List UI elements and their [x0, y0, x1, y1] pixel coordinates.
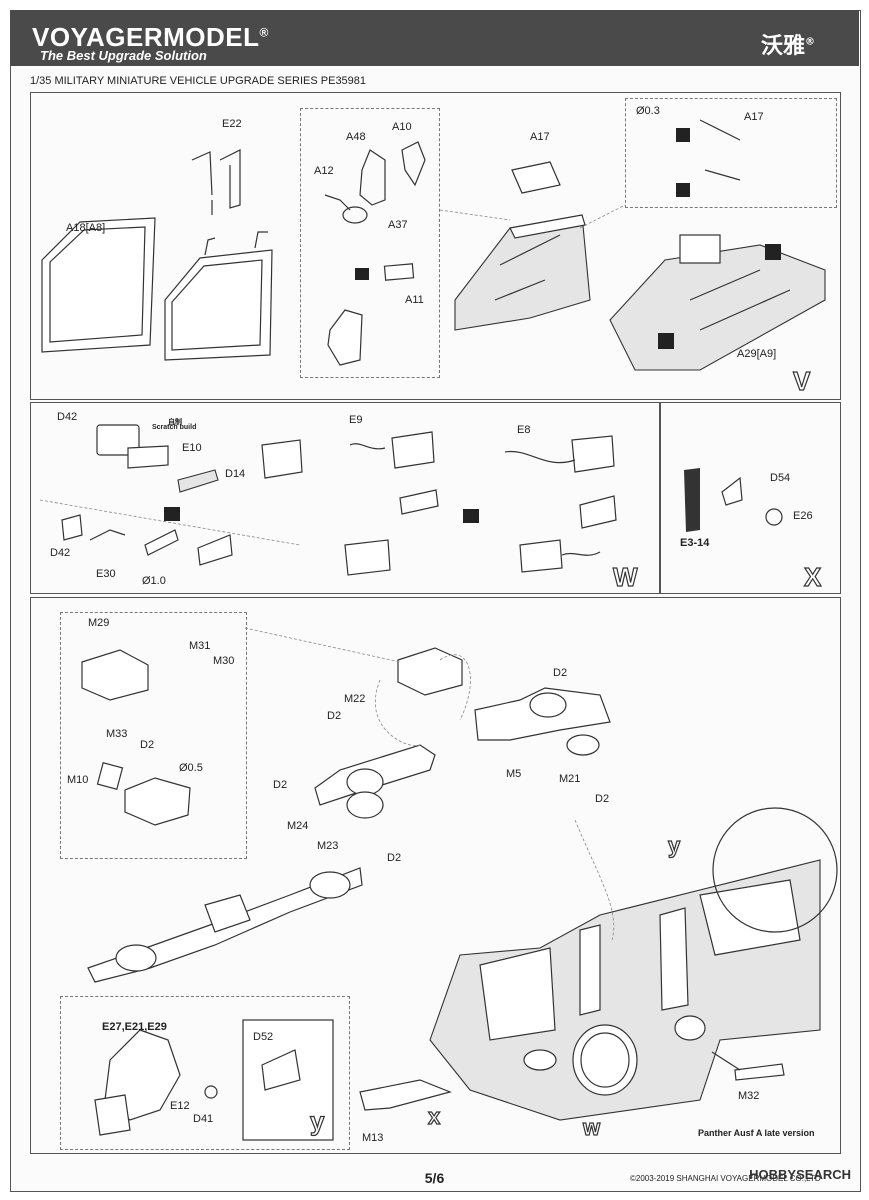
label-d2b: D2 [327, 710, 342, 722]
label-e10: E10 [182, 442, 202, 454]
label-e314: E3-14 [680, 537, 710, 549]
section-y-panel [60, 996, 350, 1150]
label-a17b: A17 [744, 111, 764, 123]
label-d2f: D2 [595, 793, 610, 805]
watermark: HOBBYSEARCH [749, 1167, 851, 1182]
label-a11: A11 [405, 294, 424, 306]
label-d2c: D2 [273, 779, 288, 791]
label-scratch-cn: 自制 [168, 419, 182, 426]
label-a37: A37 [388, 219, 408, 231]
section-v-panel [30, 92, 841, 400]
section-w-letter: W [612, 561, 638, 592]
section-y-letter: y [309, 1105, 325, 1136]
section-x-panel [659, 402, 841, 594]
section-main-subpanel [60, 612, 247, 859]
label-d14: D14 [225, 468, 246, 480]
label-m13: M13 [362, 1132, 384, 1144]
label-d42b: D42 [50, 547, 71, 559]
label-e22: E22 [222, 118, 242, 130]
label-phi03: Ø0.3 [636, 105, 660, 117]
label-d41: D41 [193, 1113, 214, 1125]
brand-name: VOYAGERMODEL [32, 22, 260, 52]
label-m33: M33 [106, 728, 128, 740]
section-v-subpanel-a [300, 108, 440, 378]
section-v-letter: V [792, 365, 811, 396]
callout-y: y [667, 832, 681, 858]
page-number: 5/6 [424, 1170, 445, 1186]
label-e9: E9 [349, 414, 363, 426]
label-m30: M30 [213, 655, 235, 667]
label-a29: A29[A9] [737, 348, 777, 360]
label-m24: M24 [287, 820, 309, 832]
brand-tagline: The Best Upgrade Solution [40, 48, 207, 63]
label-a12: A12 [314, 165, 334, 177]
label-d54: D54 [770, 472, 791, 484]
label-e8: E8 [517, 424, 531, 436]
label-e27: E27,E21,E29 [102, 1021, 167, 1033]
section-w-panel [30, 402, 661, 594]
section-x-letter: X [803, 561, 822, 592]
label-e12: E12 [170, 1100, 190, 1112]
label-m23: M23 [317, 840, 339, 852]
header-bar: VOYAGERMODEL® The Best Upgrade Solution … [10, 10, 859, 66]
brand-registered: ® [259, 25, 269, 40]
section-v-subpanel-b [625, 98, 837, 208]
label-d52: D52 [253, 1031, 274, 1043]
label-m10: M10 [67, 774, 89, 786]
chinese-name: 沃雅 [760, 34, 805, 59]
label-d2e: D2 [553, 667, 568, 679]
label-scratch: Scratch build [152, 424, 197, 431]
label-e26: E26 [793, 510, 813, 522]
copyright: ©2003-2019 SHANGHAI VOYAGERMODEL CO.,LTD [630, 1174, 821, 1183]
chinese-registered: ® [805, 36, 815, 48]
label-a17: A17 [530, 131, 550, 143]
label-a10: A10 [392, 121, 412, 133]
label-a18: A18[A8] [66, 222, 106, 234]
label-phi10: Ø1.0 [142, 575, 166, 587]
series-title: 1/35 MILITARY MINIATURE VEHICLE UPGRADE … [30, 75, 367, 87]
version-note: Panther Ausf A late version [698, 1128, 815, 1138]
label-e30: E30 [96, 568, 116, 580]
label-phi05: Ø0.5 [179, 762, 203, 774]
label-m32: M32 [738, 1090, 760, 1102]
label-m29: M29 [88, 617, 110, 629]
label-m21: M21 [559, 773, 581, 785]
brand-chinese: 沃雅® [761, 28, 815, 60]
callout-x: x [427, 1103, 441, 1129]
label-m31: M31 [189, 640, 211, 652]
label-m22: M22 [344, 693, 366, 705]
label-d2a: D2 [140, 739, 155, 751]
callout-w: w [582, 1114, 601, 1140]
label-d2d: D2 [387, 852, 402, 864]
label-a48: A48 [346, 131, 366, 143]
section-main-panel [30, 597, 841, 1154]
label-m5: M5 [506, 768, 522, 780]
brand-logo: VOYAGERMODEL® [32, 22, 269, 53]
label-d42: D42 [57, 411, 78, 423]
